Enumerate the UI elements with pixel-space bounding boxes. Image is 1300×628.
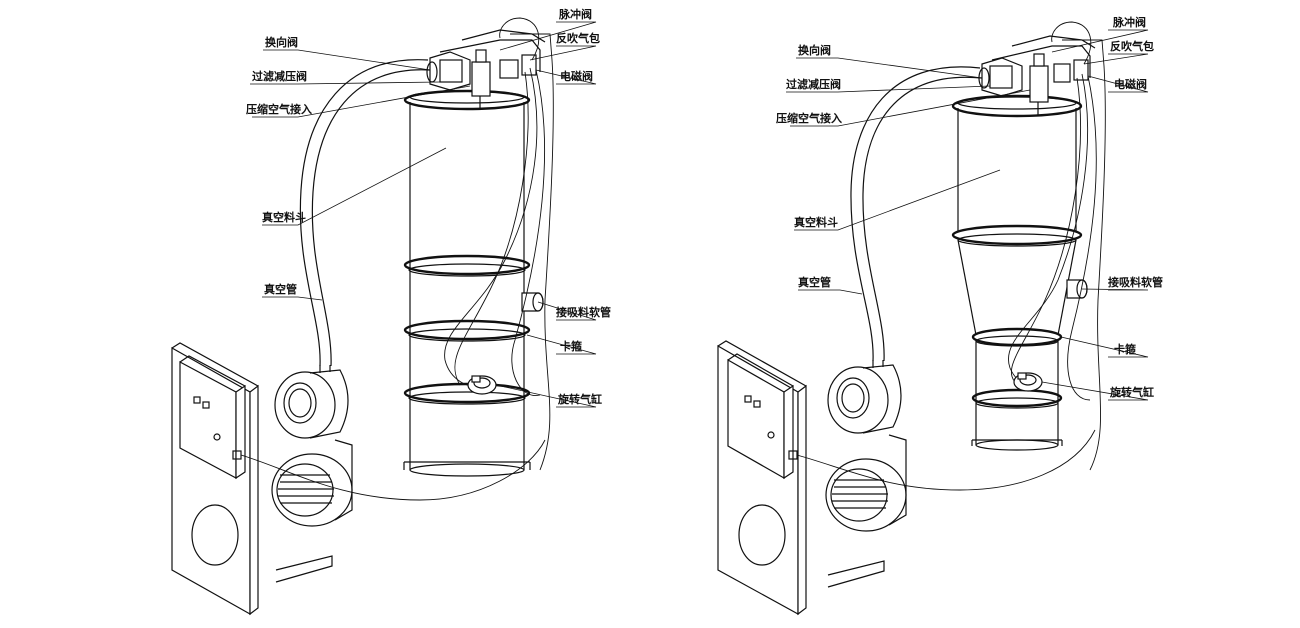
label-blowback-bag: 反吹气包 <box>1110 39 1154 53</box>
label-vacuum-hose: 真空管 <box>798 275 831 289</box>
labels: 换向阀 过滤减压阀 压缩空气接入 真空料斗 真空管 脉冲阀 反吹气包 电磁阀 接… <box>776 15 1163 399</box>
label-suction-hose: 接吸料软管 <box>556 305 611 319</box>
labels: 换向阀 过滤减压阀 压缩空气接入 真空料斗 真空管 脉冲阀 反吹气包 电磁阀 接… <box>246 7 611 406</box>
label-solenoid-valve: 电磁阀 <box>560 69 593 83</box>
diagram-straight-hopper: 换向阀 过滤减压阀 压缩空气接入 真空料斗 真空管 脉冲阀 反吹气包 电磁阀 接… <box>171 7 611 616</box>
label-clamp: 卡箍 <box>1114 342 1136 356</box>
valve-assembly <box>978 35 1096 116</box>
leader-lines <box>250 21 597 408</box>
vacuum-hose <box>299 59 429 367</box>
air-tubes <box>444 67 538 387</box>
label-vacuum-hose: 真空管 <box>264 282 297 296</box>
label-clamp: 卡箍 <box>560 339 582 353</box>
label-filter-reducer: 过滤减压阀 <box>252 69 307 83</box>
label-reversing-valve: 换向阀 <box>798 43 831 57</box>
rotary-cylinder <box>467 375 497 395</box>
vacuum-pump <box>825 360 907 588</box>
label-pulse-valve: 脉冲阀 <box>1112 15 1146 29</box>
label-solenoid-valve: 电磁阀 <box>1114 77 1147 91</box>
label-vacuum-hopper: 真空料斗 <box>262 210 306 224</box>
label-pulse-valve: 脉冲阀 <box>558 7 592 21</box>
label-suction-hose: 接吸料软管 <box>1108 275 1163 289</box>
diagram-tapered-hopper: 换向阀 过滤减压阀 压缩空气接入 真空料斗 真空管 脉冲阀 反吹气包 电磁阀 接… <box>717 15 1163 616</box>
rotary-cylinder <box>1013 372 1043 392</box>
label-rotary-cylinder: 旋转气缸 <box>1109 385 1154 399</box>
leader-lines <box>786 29 1149 401</box>
label-filter-reducer: 过滤减压阀 <box>786 77 841 91</box>
control-panel <box>717 340 807 616</box>
label-air-inlet: 压缩空气接入 <box>776 111 842 125</box>
vacuum-hopper <box>951 94 1088 451</box>
vacuum-hose <box>850 66 981 362</box>
vacuum-hopper <box>403 89 544 477</box>
label-vacuum-hopper: 真空料斗 <box>794 215 838 229</box>
vacuum-pump <box>271 365 353 583</box>
control-panel <box>171 342 259 616</box>
label-blowback-bag: 反吹气包 <box>556 31 600 45</box>
label-rotary-cylinder: 旋转气缸 <box>557 392 602 406</box>
label-air-inlet: 压缩空气接入 <box>246 102 312 116</box>
label-reversing-valve: 换向阀 <box>265 35 298 49</box>
